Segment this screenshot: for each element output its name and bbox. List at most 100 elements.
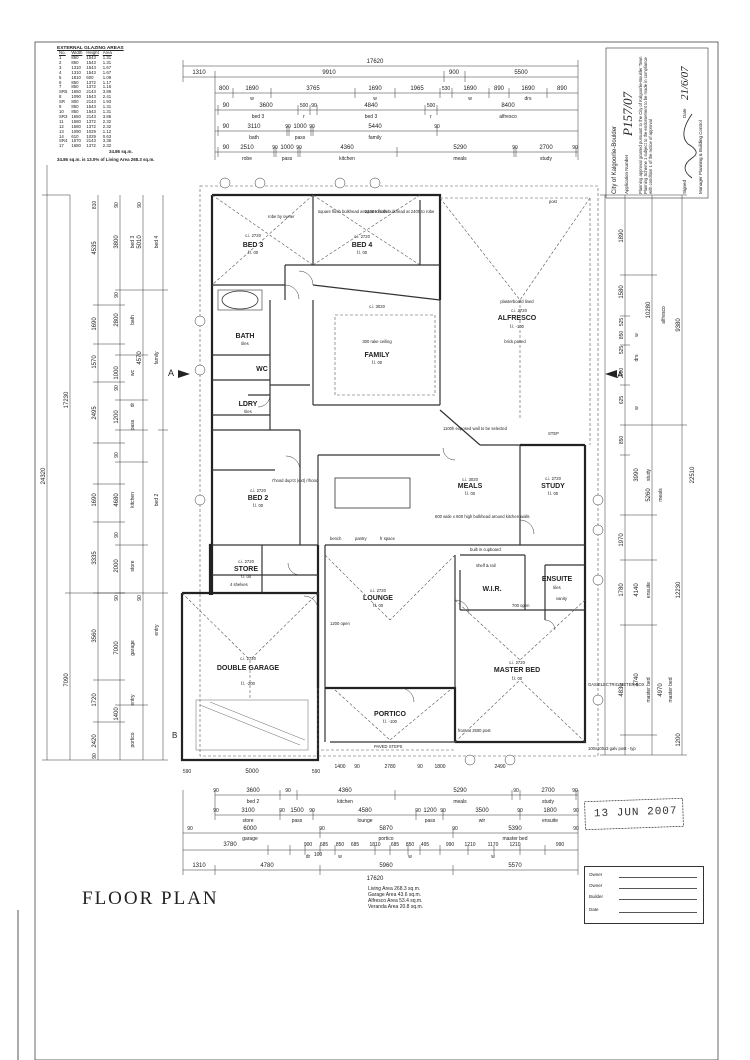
council-signature — [683, 113, 697, 179]
dim-left-e7: 90 — [114, 595, 120, 601]
room-family: FAMILY — [364, 352, 389, 359]
room-family-ceiling: 300 rake ceiling — [362, 339, 392, 344]
room-meals-ceiling: c.i. 3020 — [462, 477, 479, 482]
dim-left-e4: 90 — [114, 385, 120, 391]
glazing-cell: 1543 — [86, 104, 96, 110]
dim-top-r3lbl-4: alfresco — [499, 114, 517, 120]
glazing-cell: SR4 — [59, 138, 68, 144]
glazing-cell: 1372 — [86, 143, 96, 149]
dim-bot-r3-2: 90 — [319, 826, 325, 832]
dim-right-c4: 4970 — [658, 683, 664, 697]
garage-hatch — [195, 699, 309, 751]
dim-top-r3-5: 500 — [427, 103, 436, 109]
room-bed4: BED 4 — [352, 242, 373, 249]
dim-top-r2lbl-3: drs — [525, 96, 532, 102]
dim-top-r5-8: 2700 — [539, 145, 553, 151]
room-ensuite-floor: tiles — [553, 585, 560, 590]
dim-bot-r3lbl-1: portico — [378, 836, 393, 842]
dim-bot-r4lbl-3: w — [491, 854, 495, 860]
kitchen-island — [334, 477, 411, 509]
dim-left-e1: 90 — [92, 753, 98, 759]
glazing-cell: 1543 — [86, 59, 96, 65]
dim-top-r5-5: 4360 — [340, 145, 354, 151]
glazing-total: 34.86 sq.m. — [109, 149, 133, 155]
glazing-cell: 3.86 — [102, 89, 112, 95]
dim-bot-r2-6: 90 — [415, 808, 421, 814]
glazing-cell: 2 — [59, 59, 62, 65]
glazing-cell: 610 — [71, 133, 79, 139]
glazing-cell: 1372 — [86, 118, 96, 124]
dim-right-b0: 1890 — [619, 229, 625, 243]
dim-bot-r5-1: 4780 — [260, 863, 274, 869]
dim-right-c3: 3740 — [634, 673, 640, 687]
dim-bot-r2lbl-5: ensuite — [542, 818, 558, 824]
dim-top-r2-2: 3765 — [306, 86, 320, 92]
council-date: 21/6/07 — [679, 66, 691, 100]
dim-left-b0: 4535 — [92, 241, 98, 255]
dim-top-r2lbl-2: w — [468, 96, 472, 102]
glazing-cell: 1.16 — [102, 84, 112, 90]
glazing-cell: 850 — [71, 59, 79, 65]
dim-bot-r1-0: 90 — [213, 788, 219, 794]
dim-bot-gar-2: 590 — [312, 769, 321, 775]
glazing-cell: 2.32 — [102, 143, 112, 149]
dim-bot-r2-8: 90 — [440, 808, 446, 814]
note-meterbox: GAS/ELECTRIC METER BOX — [588, 682, 645, 687]
dim-top-r5lbl-0: robe — [242, 156, 252, 162]
drawing-title: FLOOR PLAN — [82, 888, 219, 909]
dim-right-clbl4: meals — [658, 488, 664, 502]
room-ldry: LDRY — [239, 401, 258, 408]
left-dimension-text: 24320 17230 7090 4535 1690 1570 2495 169… — [41, 201, 160, 759]
dim-right-c0: 9380 — [676, 318, 682, 332]
internal-walls — [212, 195, 585, 743]
dim-left-dlbl3: entry — [154, 624, 160, 636]
top-dimension-lines — [182, 60, 579, 160]
dim-top-r4lbl-2: family — [368, 135, 382, 141]
section-markers: A A B — [168, 368, 623, 740]
dim-left-clbl6: store — [130, 560, 136, 571]
dim-top-r5-6: 5290 — [453, 145, 467, 151]
room-ensuite: ENSUITE — [542, 576, 573, 583]
glazing-cell: 1372 — [86, 79, 96, 85]
glazing-cell: 850 — [71, 84, 79, 90]
dim-top-r2-5: 530 — [442, 86, 451, 92]
dim-bot-r4lbl-2: w — [408, 854, 412, 860]
dim-top-r4lbl-0: bath — [249, 135, 259, 141]
stamp-border — [584, 797, 684, 831]
dim-left-d0: 5010 — [137, 235, 143, 249]
dim-left-b5: 3335 — [92, 551, 98, 565]
dim-top-r4-6: 90 — [434, 124, 440, 130]
dim-bot-r4-2: 685 — [320, 842, 329, 848]
glazing-cell: 1.17 — [102, 79, 112, 85]
dim-top-r3-6: 8400 — [501, 103, 515, 109]
dim-right-b4: 525 — [619, 346, 625, 355]
note-open700: 700 open — [512, 603, 530, 608]
dim-left-b3: 2495 — [92, 406, 98, 420]
dim-bot-r4-1: 900 — [304, 842, 313, 848]
room-portico-floor: f.l. -100 — [383, 719, 398, 724]
dim-left-e3: 90 — [114, 292, 120, 298]
room-garage-1: DOUBLE GARAGE — [217, 665, 280, 672]
dim-bot-r3-3: 5870 — [379, 826, 393, 832]
glazing-cell: 1.31 — [102, 59, 112, 65]
top-dimension-text: 17620 1310 9910 900 5500 800 1690 3765 1… — [192, 59, 578, 162]
dim-bot-r4-9: 990 — [446, 842, 455, 848]
glazing-cell: 1.31 — [102, 104, 112, 110]
glazing-cell: 3.86 — [102, 113, 112, 119]
glazing-cell: 11 — [59, 118, 64, 124]
signoff-box: Owner Owner Builder Date — [584, 866, 704, 924]
glazing-cell: 10 — [59, 108, 64, 114]
glazing-cell: 3.36 — [102, 138, 112, 144]
dim-top-r3lbl-2: bed 3 — [365, 114, 378, 120]
dim-left-clbl1: bath — [130, 315, 136, 325]
roof-dashed-lines — [181, 185, 599, 757]
dim-left-a0: 17230 — [64, 391, 70, 408]
glazing-cell: 600 — [86, 74, 94, 80]
